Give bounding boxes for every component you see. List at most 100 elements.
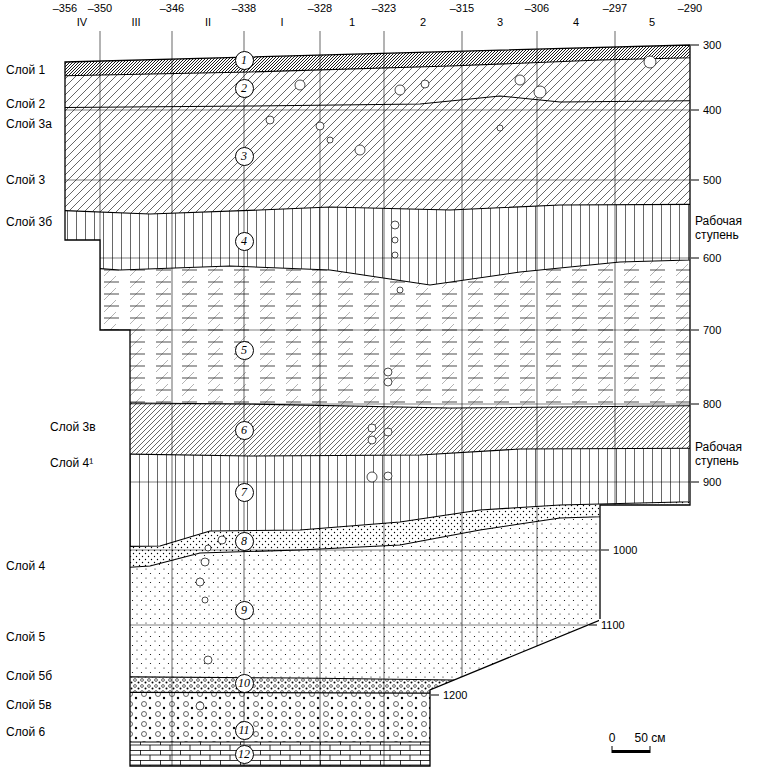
stone xyxy=(384,368,392,376)
depth-label: 1200 xyxy=(441,689,469,702)
stone xyxy=(397,287,403,293)
depth-tick xyxy=(691,404,699,405)
stone xyxy=(367,472,377,482)
scale-bar xyxy=(612,746,650,753)
soil-layer xyxy=(0,258,764,408)
callout-number: 9 xyxy=(241,604,247,616)
axis-label: –346 xyxy=(158,2,186,15)
depth-tick xyxy=(691,180,699,181)
grid-line xyxy=(615,31,616,766)
depth-label: 500 xyxy=(701,174,723,187)
depth-tick xyxy=(691,45,699,46)
axis-label: –306 xyxy=(523,2,551,15)
layer-number-circle: 6 xyxy=(235,421,254,440)
axis-label: –356 xyxy=(51,2,79,15)
layer-number-circle: 2 xyxy=(235,79,254,98)
depth-label: 600 xyxy=(701,252,723,265)
layer-boundary xyxy=(0,96,764,108)
scale-label: 0 xyxy=(607,731,618,745)
layer-boundary xyxy=(0,56,764,77)
step-note: Рабочая ступень xyxy=(693,440,757,468)
depth-tick xyxy=(431,695,439,696)
grid-line xyxy=(384,31,385,766)
soil-layer xyxy=(0,676,764,694)
grid-line xyxy=(320,31,321,766)
depth-label: 800 xyxy=(701,398,723,411)
stone xyxy=(368,436,376,444)
soil-layer xyxy=(0,512,764,684)
callout-number: 10 xyxy=(238,677,250,689)
callout-number: 8 xyxy=(241,535,247,547)
layer-boundary xyxy=(0,448,764,456)
layer-boundary xyxy=(0,500,764,548)
stone xyxy=(218,536,226,544)
depth-tick xyxy=(691,330,699,331)
layer-label: Слой 4¹ xyxy=(48,456,95,470)
axis-label: –350 xyxy=(86,2,114,15)
callout-number: 1 xyxy=(241,54,247,66)
layer-number-circle: 3 xyxy=(235,147,254,166)
depth-tick xyxy=(691,258,699,259)
axis-label: 3 xyxy=(495,16,505,29)
grid-line xyxy=(0,625,764,626)
callout-number: 3 xyxy=(241,150,247,162)
soil-layer xyxy=(0,402,764,456)
soil-layer xyxy=(0,56,764,108)
stone xyxy=(384,378,392,386)
layer-label: Слой 4 xyxy=(4,559,47,573)
stone xyxy=(327,137,333,143)
stone xyxy=(384,472,392,480)
stone xyxy=(421,80,429,88)
stone xyxy=(205,545,211,551)
axis-label: –315 xyxy=(448,2,476,15)
depth-label: 700 xyxy=(701,324,723,337)
layer-number-circle: 5 xyxy=(235,341,254,360)
stone xyxy=(395,85,405,95)
layer-number-circle: 7 xyxy=(235,483,254,502)
stone xyxy=(204,656,212,664)
layer-boundary xyxy=(0,402,764,408)
depth-label: 400 xyxy=(701,104,723,117)
stone xyxy=(644,56,656,68)
axis-label: –297 xyxy=(601,2,629,15)
layer-label: Слой 5 xyxy=(4,630,47,644)
layer-boundary xyxy=(0,258,764,285)
depth-tick xyxy=(601,550,609,551)
stone xyxy=(266,116,274,124)
axis-label: –323 xyxy=(370,2,398,15)
callout-number: 7 xyxy=(241,486,247,498)
scale-bar xyxy=(612,750,650,753)
axis-label: –290 xyxy=(676,2,704,15)
callout-number: 11 xyxy=(238,724,249,736)
depth-tick xyxy=(691,110,699,111)
axis-label: 4 xyxy=(571,16,581,29)
grid-line xyxy=(0,404,764,405)
stone xyxy=(392,237,398,243)
layer-label: Слой 5б xyxy=(4,669,54,683)
layer-number-circle: 11 xyxy=(235,721,254,740)
soil-layer xyxy=(0,742,764,766)
layer-number-circle: 9 xyxy=(235,601,254,620)
scale-label: 50 см xyxy=(633,731,668,745)
grid-line xyxy=(244,31,245,766)
layer-number-circle: 8 xyxy=(235,532,254,551)
layer-boundary xyxy=(0,676,764,684)
axis-label: II xyxy=(203,16,213,29)
layer-label: Слой 2 xyxy=(4,97,47,111)
layer-number-circle: 1 xyxy=(235,51,254,70)
grid-line xyxy=(537,31,538,766)
callout-number: 2 xyxy=(241,82,247,94)
grid-line xyxy=(462,31,463,766)
layer-label: Слой 3б xyxy=(4,215,54,229)
axis-label: III xyxy=(129,16,142,29)
stone xyxy=(202,597,208,603)
layer-number-circle: 10 xyxy=(235,674,254,693)
callout-number: 12 xyxy=(238,748,250,760)
stone xyxy=(316,122,324,130)
grid-line xyxy=(0,550,764,551)
stone xyxy=(196,578,204,586)
stone xyxy=(392,252,398,258)
layer-label: Слой 3в xyxy=(48,420,98,434)
grid-line xyxy=(0,258,764,259)
